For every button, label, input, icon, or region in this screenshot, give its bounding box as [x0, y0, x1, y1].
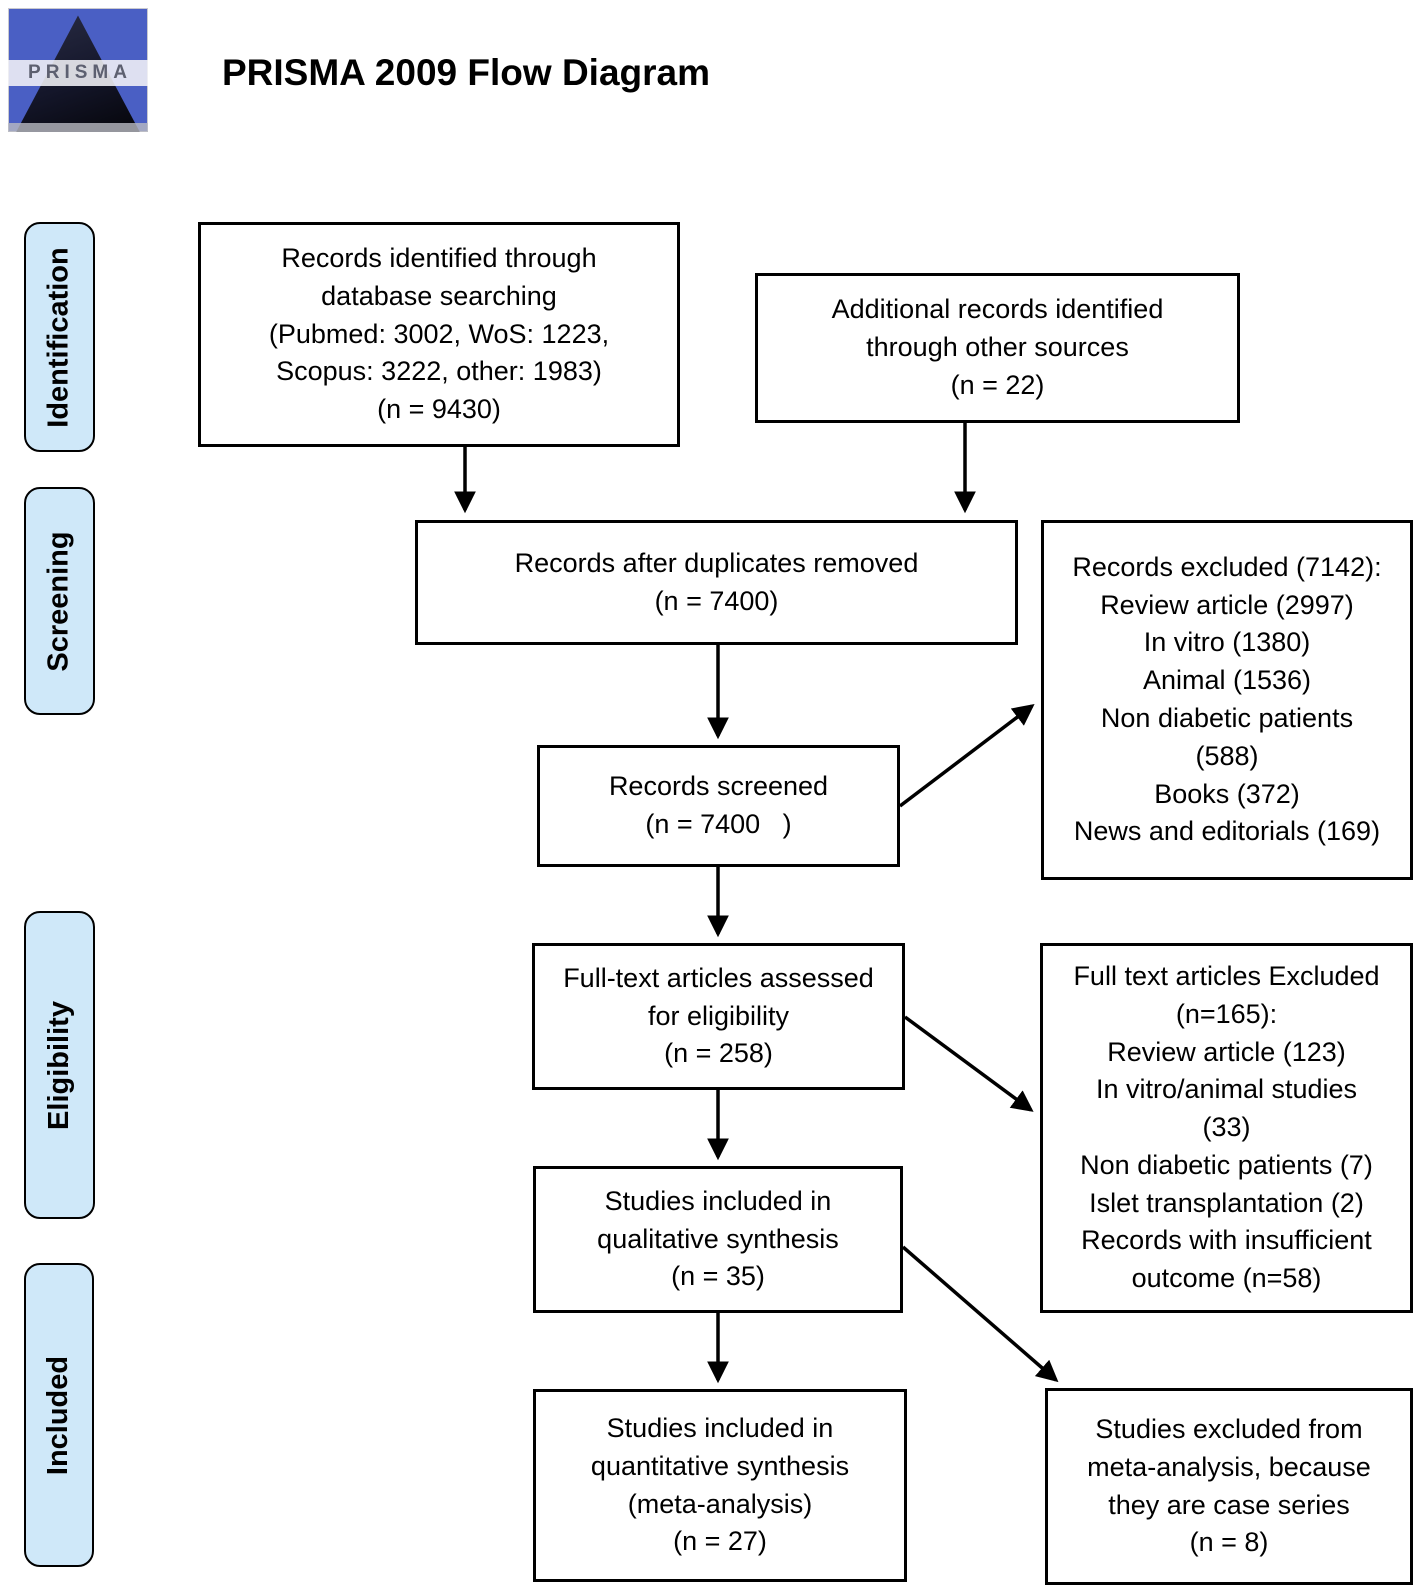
arrow-fulltext-to-fulltext-excluded: [903, 1015, 1034, 1112]
stage-screening-label: Screening: [43, 530, 75, 672]
page-title: PRISMA 2009 Flow Diagram: [222, 52, 710, 93]
stage-screening: Screening: [24, 487, 95, 715]
box-records-identified: Records identified through database sear…: [198, 222, 680, 447]
box-qualitative-synthesis: Studies included in qualitative synthesi…: [533, 1166, 903, 1313]
box-records-screened: Records screened (n = 7400 ): [537, 745, 900, 867]
logo-band: PRISMA: [8, 60, 148, 87]
stage-included-label: Included: [42, 1355, 75, 1475]
stage-eligibility: Eligibility: [24, 911, 95, 1219]
box-records-excluded: Records excluded (7142): Review article …: [1041, 520, 1413, 880]
stage-identification: Identification: [24, 222, 95, 452]
box-quantitative-synthesis: Studies included in quantitative synthes…: [533, 1389, 907, 1582]
logo-text: PRISMA: [28, 62, 132, 84]
prisma-logo: PRISMA: [8, 8, 148, 132]
box-fulltext-excluded: Full text articles Excluded (n=165): Rev…: [1040, 943, 1413, 1313]
stage-eligibility-label: Eligibility: [43, 1000, 75, 1130]
box-after-duplicates-removed: Records after duplicates removed (n = 74…: [415, 520, 1018, 645]
arrow-qualitative-to-meta-excluded: [901, 1245, 1059, 1383]
box-fulltext-assessed: Full-text articles assessed for eligibil…: [532, 943, 905, 1090]
stage-included: Included: [24, 1263, 94, 1567]
arrow-screened-to-records-excluded: [898, 704, 1035, 808]
logo-base-strip: [8, 123, 148, 132]
box-additional-records: Additional records identified through ot…: [755, 273, 1240, 423]
box-excluded-from-meta-analysis: Studies excluded from meta-analysis, bec…: [1045, 1388, 1413, 1585]
stage-identification-label: Identification: [43, 246, 76, 428]
